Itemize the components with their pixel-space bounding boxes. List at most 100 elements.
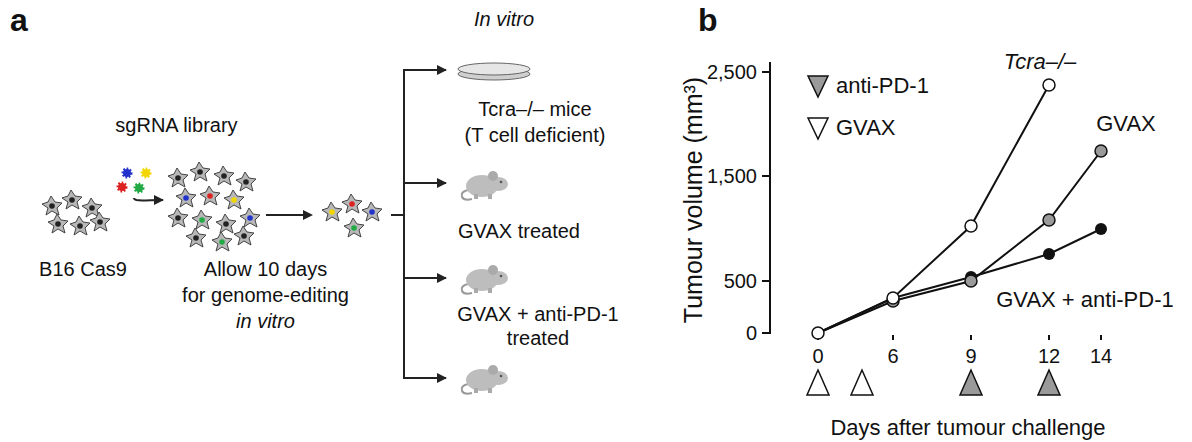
tick-label: 0	[812, 344, 823, 368]
library-cells	[234, 226, 254, 245]
legend-label: GVAX	[836, 115, 896, 141]
library-cells	[231, 197, 237, 203]
x-ticks	[892, 335, 894, 340]
treatment-triangle	[851, 370, 873, 395]
library-cells	[175, 215, 181, 221]
b16-cells	[69, 197, 75, 203]
axis-title: Tumour volume (mm³)	[678, 77, 708, 323]
step-arrow	[266, 210, 313, 220]
library-cells	[207, 193, 213, 199]
series-combo	[818, 223, 1107, 333]
treatment-triangle	[960, 370, 982, 395]
mouse-icon	[462, 171, 508, 394]
edited-cells	[351, 225, 357, 231]
edited-cells	[322, 202, 342, 221]
library-cells	[247, 215, 253, 221]
sgrna-dots	[118, 183, 126, 191]
edited-cells	[369, 209, 375, 215]
mouse-icon	[462, 171, 508, 200]
library-cells	[190, 162, 210, 181]
step-label: In vitro	[446, 6, 562, 32]
library-cells	[219, 239, 225, 245]
illustrated-step: B16 Cas9	[30, 188, 136, 288]
step-arrow	[266, 214, 306, 216]
sgrna-dots	[123, 169, 131, 177]
series-label: GVAX + anti-PD-1	[996, 287, 1174, 313]
step-label: Allow 10 days for genome-editing in vitr…	[163, 256, 368, 334]
library-cells	[241, 233, 247, 239]
edited-cells	[344, 218, 364, 237]
axis-title: Days after tumour challenge	[830, 415, 1105, 441]
illustrated-step: GVAX + anti-PD-1 treated	[446, 300, 630, 400]
library-cells	[224, 190, 244, 209]
culture-dish	[458, 63, 530, 75]
x-ticks	[818, 335, 1101, 340]
b16-cells	[70, 216, 90, 235]
sgrna-dots	[135, 184, 143, 192]
tick-label: 14	[1090, 344, 1112, 368]
treatment-triangle	[1038, 370, 1060, 395]
step-label: Tcra–/– mice (T cell deficient)	[446, 96, 624, 148]
flow-arrow	[391, 70, 446, 215]
treatment-triangle	[807, 370, 1060, 395]
culture-dish	[458, 63, 530, 80]
y-axis	[762, 62, 770, 334]
legend-triangle	[808, 76, 828, 139]
tick-label: 2,500	[707, 60, 757, 84]
y-axis	[769, 62, 771, 334]
step-label: B16 Cas9	[30, 256, 136, 282]
legend-triangle	[808, 76, 828, 97]
b16-cells	[77, 223, 83, 229]
edited-cells	[329, 209, 335, 215]
flow-arrow	[391, 215, 446, 378]
series-gvax	[965, 275, 977, 287]
library-cells	[193, 235, 199, 241]
tick-label: 0	[746, 321, 757, 345]
series-label: Tcra–/–	[1004, 49, 1077, 75]
library-cells	[192, 210, 212, 229]
x-ticks	[1048, 335, 1050, 340]
edited-cells	[349, 201, 355, 207]
mouse-icon	[462, 265, 508, 294]
library-cells	[200, 186, 220, 205]
illustrated-step: In vitro	[446, 2, 562, 84]
illustrated-step: Tcra–/– mice (T cell deficient)	[446, 92, 624, 204]
mouse-icon	[462, 365, 508, 394]
library-cells	[214, 166, 234, 185]
library-cells	[236, 172, 256, 191]
legend-triangle	[808, 118, 828, 139]
tick-label: 9	[965, 344, 976, 368]
sgrna-dots	[118, 169, 150, 192]
b16-cells	[89, 205, 95, 211]
library-cells	[199, 217, 205, 223]
illustrated-step: GVAX treated	[446, 214, 592, 302]
b16-cells	[97, 219, 103, 225]
b16-cells	[62, 190, 82, 209]
series-label: GVAX	[1096, 111, 1156, 137]
series-gvax	[1095, 145, 1107, 157]
tick-label: 500	[724, 269, 757, 293]
b16-cells	[90, 212, 110, 231]
x-ticks	[970, 335, 972, 340]
library-cells	[168, 162, 260, 251]
tick-label: 12	[1038, 344, 1060, 368]
sgrna-dots	[142, 169, 150, 177]
y-axis	[762, 280, 770, 282]
illustrated-step: sgRNA library	[106, 112, 247, 198]
step-arrow	[303, 210, 313, 220]
step-label: GVAX + anti-PD-1 treated	[446, 302, 630, 350]
library-cells	[176, 188, 196, 207]
series-combo	[1043, 248, 1055, 260]
library-cells	[168, 168, 188, 187]
series-gvax	[1043, 214, 1055, 226]
series-tcra	[887, 292, 899, 304]
library-cells	[212, 232, 232, 251]
library-cells	[183, 195, 189, 201]
series-tcra	[1043, 79, 1055, 91]
legend-label: anti-PD-1	[836, 73, 929, 99]
illustrated-step: Allow 10 days for genome-editing in vitr…	[163, 158, 391, 338]
panel-letter: a	[10, 1, 28, 39]
library-cells	[168, 208, 188, 227]
b16-cells	[48, 214, 68, 233]
b16-cells	[55, 221, 61, 227]
